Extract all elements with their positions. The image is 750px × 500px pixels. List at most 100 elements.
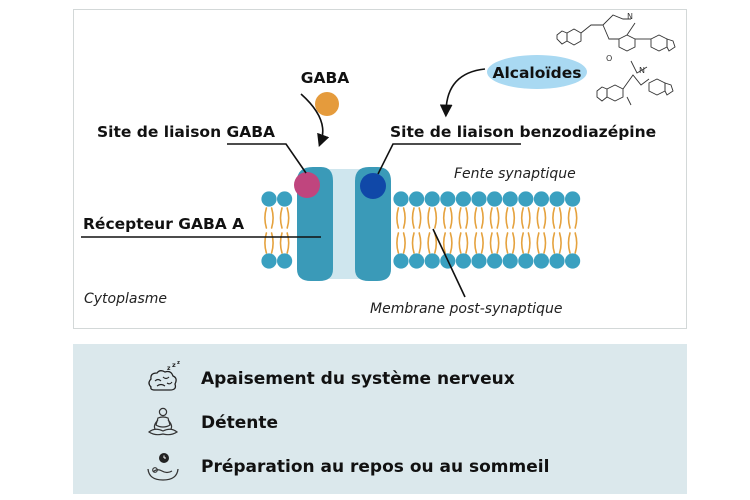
lipid-tail bbox=[527, 232, 531, 254]
alkaloid-atom-o: O bbox=[606, 54, 612, 63]
membrane-label: Membrane post-synaptique bbox=[370, 301, 562, 317]
lipid-tail bbox=[270, 232, 274, 254]
lipid-head bbox=[471, 191, 487, 207]
svg-text:z: z bbox=[167, 365, 171, 372]
lipid-tail bbox=[543, 207, 547, 229]
gaba-molecule bbox=[315, 92, 339, 116]
lipid-heads bbox=[393, 191, 581, 269]
lipid-tail bbox=[264, 207, 268, 229]
lipid-head bbox=[533, 253, 550, 269]
alkaloid-structure bbox=[556, 14, 676, 106]
lipid-tail bbox=[427, 207, 431, 229]
lipid-tail bbox=[411, 207, 415, 229]
effect-item: Préparation au repos ou au sommeil bbox=[145, 449, 549, 485]
gaba-label: GABA bbox=[301, 69, 350, 87]
effect-item: z z z Apaisement du système nerveux bbox=[145, 361, 515, 397]
lipid-tail bbox=[496, 207, 500, 229]
lipid-tail bbox=[418, 207, 422, 229]
lipid-tail bbox=[449, 232, 453, 254]
lipid-head bbox=[533, 191, 550, 207]
lipid-head bbox=[261, 191, 277, 207]
benzodiazepine-site-label: Site de liaison benzodiazépine bbox=[390, 123, 656, 141]
lipid-tail bbox=[505, 207, 509, 229]
receptor-subunit-right bbox=[355, 167, 391, 281]
lipid-tail bbox=[558, 207, 562, 229]
lipid-head bbox=[487, 253, 503, 269]
lipid-head bbox=[440, 191, 456, 207]
lipid-head bbox=[502, 253, 518, 269]
lipid-tail bbox=[474, 207, 478, 229]
receptor-label: Récepteur GABA A bbox=[83, 215, 244, 233]
gaba-binding-site bbox=[294, 172, 320, 198]
effect-label: Apaisement du système nerveux bbox=[201, 369, 515, 389]
gaba-site-leader bbox=[227, 143, 307, 174]
lipid-head bbox=[549, 191, 565, 207]
lipid-head bbox=[471, 253, 487, 269]
alkaloid-atom-n: N bbox=[639, 66, 645, 75]
lipid-tail bbox=[465, 207, 469, 229]
lipid-tail bbox=[402, 232, 406, 254]
lipid-tail bbox=[558, 232, 562, 254]
lipid-tail bbox=[427, 232, 431, 254]
lipid-head bbox=[393, 253, 409, 269]
lipid-head bbox=[409, 253, 425, 269]
lipid-tail bbox=[536, 207, 540, 229]
effect-item: Détente bbox=[145, 405, 278, 441]
lipid-tail bbox=[511, 207, 516, 229]
lipid-head bbox=[409, 191, 425, 207]
lipid-tail bbox=[458, 232, 462, 254]
meditation-icon bbox=[147, 407, 179, 436]
lipid-tail bbox=[543, 232, 547, 254]
lipid-head bbox=[277, 253, 293, 269]
lipid-tail bbox=[396, 232, 400, 254]
lipid-tails bbox=[264, 207, 290, 254]
lipid-tail bbox=[480, 232, 484, 254]
diagram-panel: GABA Site de liaison GABA Site de liaiso… bbox=[73, 9, 687, 329]
lipid-tail bbox=[480, 207, 484, 229]
svg-text:z: z bbox=[172, 361, 176, 369]
lipid-tail bbox=[505, 232, 509, 254]
lipid-tail bbox=[449, 207, 453, 229]
lipid-tail bbox=[286, 232, 290, 254]
lipid-tail bbox=[474, 232, 478, 254]
lipid-head bbox=[518, 253, 534, 269]
svg-text:z: z bbox=[177, 361, 180, 366]
lipid-tail bbox=[574, 232, 578, 254]
effect-label: Préparation au repos ou au sommeil bbox=[201, 457, 550, 477]
lipid-tails bbox=[396, 207, 578, 254]
lipid-head bbox=[393, 191, 409, 207]
lipid-tail bbox=[396, 207, 400, 229]
lipid-tail bbox=[279, 207, 283, 229]
lipid-tail bbox=[536, 232, 540, 254]
benzodiazepine-binding-site bbox=[360, 173, 386, 199]
sleep-bed-icon bbox=[147, 453, 179, 481]
lipid-tail bbox=[552, 232, 556, 254]
lipid-head bbox=[424, 253, 440, 269]
gaba-a-receptor bbox=[294, 167, 391, 281]
lipid-tail bbox=[286, 207, 290, 229]
gaba-arrow bbox=[300, 93, 330, 148]
lipid-tail bbox=[434, 207, 438, 229]
effects-panel: z z z Apaisement du système nerveux Déte… bbox=[73, 344, 687, 494]
lipid-head bbox=[502, 191, 518, 207]
lipid-tail bbox=[442, 207, 446, 229]
lipid-head bbox=[487, 191, 503, 207]
alkaloids-bubble bbox=[487, 55, 587, 89]
lipid-tail bbox=[489, 207, 493, 229]
gaba-receptor-diagram: GABA Site de liaison GABA Site de liaiso… bbox=[81, 12, 676, 317]
lipid-tail bbox=[418, 232, 422, 254]
lipid-tail bbox=[442, 232, 446, 254]
lipid-tail bbox=[527, 207, 531, 229]
lipid-head bbox=[565, 253, 581, 269]
lipid-tail bbox=[520, 232, 524, 254]
lipid-tail bbox=[496, 232, 500, 254]
alkaloid-atom-n: N bbox=[627, 12, 633, 21]
gaba-site-label: Site de liaison GABA bbox=[97, 123, 275, 141]
lipid-tail bbox=[552, 207, 556, 229]
lipid-tail bbox=[270, 207, 274, 229]
membrane-leader bbox=[432, 228, 466, 298]
lipid-tail bbox=[279, 232, 283, 254]
alkaloids-label: Alcaloïdes bbox=[492, 64, 581, 82]
lipid-tail bbox=[458, 207, 462, 229]
effect-label: Détente bbox=[201, 413, 279, 433]
